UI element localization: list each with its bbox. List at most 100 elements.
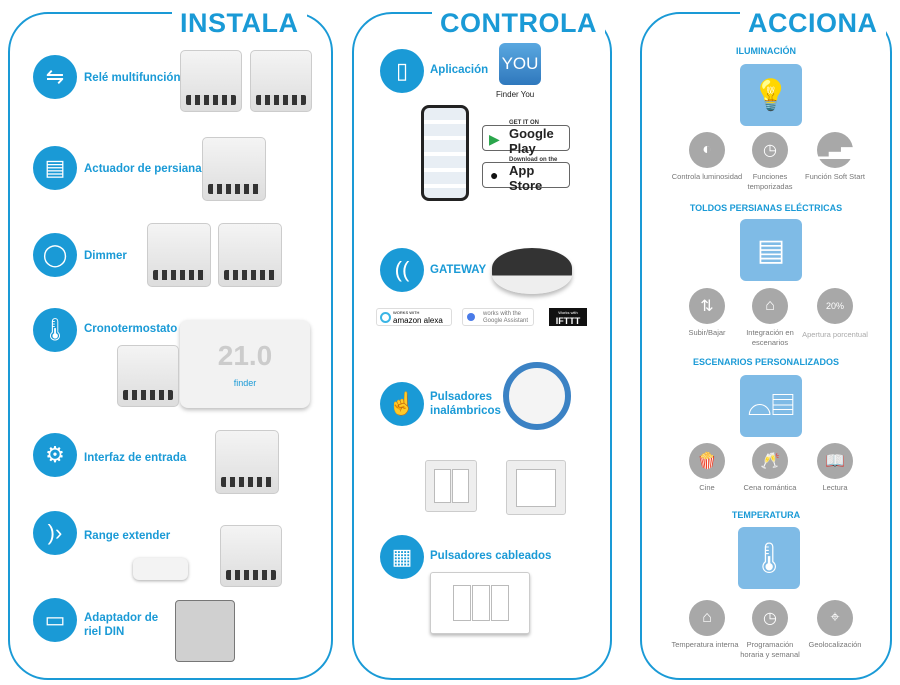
- wireless-button-device: [503, 362, 571, 430]
- wall-switch-single: [506, 460, 566, 515]
- badge-big: App Store: [509, 163, 543, 193]
- play-icon: ▶: [489, 131, 500, 147]
- relay-icon: ⇋: [33, 55, 77, 99]
- acciona-panel: ACCIONA ILUMINACIÓN 💡 ◐ ◷ ▁▃▅ Controla l…: [640, 8, 892, 680]
- item-label: Relé multifunción: [84, 72, 181, 84]
- instala-title: INSTALA: [172, 8, 307, 38]
- input-device: [215, 430, 279, 494]
- item-label: Interfaz de entrada: [84, 452, 187, 464]
- ifttt-small: Works with: [558, 310, 578, 315]
- alexa-text: amazon alexa: [393, 316, 443, 325]
- home-temperature-icon: ⌂: [689, 600, 725, 636]
- feature-label: Controla luminosidad: [671, 172, 743, 181]
- brightness-icon: ◐: [689, 132, 725, 168]
- dimmer-icon: ◯: [33, 233, 77, 277]
- din-rail-icon: ▭: [33, 598, 77, 642]
- item-label: Adaptador de riel DIN: [84, 612, 159, 638]
- geolocation-icon: ⌖: [817, 600, 853, 636]
- controla-title: CONTROLA: [432, 8, 605, 38]
- thermometer-icon: 🌡: [33, 308, 77, 352]
- scene-integration-icon: ⌂: [752, 288, 788, 324]
- item-label: Dimmer: [84, 250, 127, 262]
- feature-label: Apertura porcentual: [802, 330, 868, 339]
- instala-panel: INSTALA: [8, 8, 333, 680]
- app-icon-text: YOU: [501, 54, 539, 73]
- feature-label: Cena romántica: [743, 483, 797, 492]
- feature-label: Programación horaria y semanal: [740, 640, 800, 659]
- phone-icon: ▯: [380, 49, 424, 93]
- brand-logo: finder: [233, 378, 257, 388]
- dimmer-device: [147, 223, 211, 287]
- app-store-badge[interactable]: ● Download on the App Store: [482, 157, 570, 193]
- popcorn-icon: 🍿: [689, 443, 725, 479]
- badge-small: Download on the: [509, 157, 558, 163]
- feature-label: Función Soft Start: [804, 172, 866, 181]
- thermometer-icon: 🌡: [738, 527, 800, 589]
- thermostat-device: 21.0 finder: [180, 320, 310, 408]
- scene-icon: ⌓▤: [740, 375, 802, 437]
- wireless-label: Pulsadores inalámbricos: [430, 391, 501, 417]
- din-adapter: [175, 600, 235, 662]
- extender-device: [220, 525, 282, 587]
- section-title: ILUMINACIÓN: [736, 46, 796, 56]
- section-title: TEMPERATURA: [731, 510, 801, 520]
- feature-label: Subir/Bajar: [688, 328, 726, 337]
- acciona-title: ACCIONA: [740, 8, 886, 38]
- item-label: Range extender: [84, 530, 171, 542]
- apple-icon: ●: [490, 167, 499, 183]
- thermostat-display: 21.0: [217, 340, 273, 371]
- google-assistant-icon: [467, 313, 475, 321]
- google-play-badge[interactable]: ▶ GET IT ON Google Play: [482, 120, 570, 156]
- usb-extender: [133, 558, 188, 580]
- wall-switch-triple: [430, 572, 530, 634]
- touch-icon: ☝: [380, 382, 424, 426]
- feature-label: Temperatura interna: [671, 640, 739, 649]
- shutter-icon: ▤: [740, 219, 802, 281]
- item-label: Cronotermostato: [84, 323, 178, 335]
- badge-big: Google Play: [509, 126, 554, 156]
- dimmer-device: [218, 223, 282, 287]
- relay-device: [180, 50, 242, 112]
- wine-glasses-icon: 🥂: [752, 443, 788, 479]
- ifttt-badge: Works with IFTTT: [549, 308, 587, 326]
- lightbulb-icon: 💡: [740, 64, 802, 126]
- gateway-label: GATEWAY: [430, 264, 487, 276]
- gears-icon: ⚙: [33, 433, 77, 477]
- voice-icon: ((: [380, 248, 424, 292]
- finder-you-app-icon[interactable]: YOU: [499, 43, 541, 85]
- feature-label: Geolocalización: [808, 640, 862, 649]
- gateway-device: [492, 248, 572, 294]
- soft-start-icon: ▁▃▅: [817, 132, 853, 168]
- wall-switch-double: [425, 460, 477, 512]
- wired-switch-icon: ▦: [380, 535, 424, 579]
- relay-device: [250, 50, 312, 112]
- percent-icon: 20%: [817, 288, 853, 324]
- timer-bulb-icon: ◷: [752, 132, 788, 168]
- book-icon: 📖: [817, 443, 853, 479]
- section-title: ESCENARIOS PERSONALIZADOS: [692, 357, 840, 367]
- shutter-device: [202, 137, 266, 201]
- controla-panel: CONTROLA: [352, 8, 612, 680]
- app-name: Finder You: [496, 90, 535, 99]
- feature-label: Funciones temporizadas: [747, 172, 793, 191]
- up-down-icon: ⇅: [689, 288, 725, 324]
- google-assistant-text: works with the Google Assistant: [483, 311, 529, 324]
- google-assistant-badge: works with the Google Assistant: [462, 308, 534, 326]
- thermostat-relay: [117, 345, 179, 407]
- alexa-icon: [380, 312, 391, 323]
- feature-label: Integración en escenarios: [746, 328, 794, 347]
- shutter-icon: ▤: [33, 146, 77, 190]
- ifttt-text: IFTTT: [555, 316, 581, 326]
- percent-text: 20%: [825, 301, 844, 311]
- badge-small: GET IT ON: [509, 120, 539, 126]
- feature-label: Cine: [699, 483, 715, 492]
- app-label: Aplicación: [430, 64, 489, 76]
- alexa-badge: WORKS WITH amazon alexa: [376, 308, 452, 326]
- feature-label: Lectura: [822, 483, 848, 492]
- schedule-icon: ◷: [752, 600, 788, 636]
- alexa-small: WORKS WITH: [393, 310, 420, 315]
- item-label: Actuador de persianas: [84, 163, 208, 175]
- phone-mockup: [421, 105, 469, 201]
- signal-icon: )›: [33, 511, 77, 555]
- section-title: TOLDOS PERSIANAS ELÉCTRICAS: [689, 203, 843, 213]
